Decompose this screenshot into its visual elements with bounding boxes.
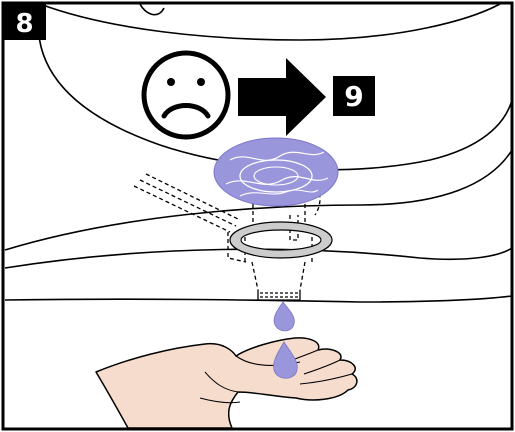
lock-nut xyxy=(229,221,333,259)
next-step-badge: 9 xyxy=(333,76,375,116)
water-drop-in-hand-icon xyxy=(273,341,298,379)
overflow-channel xyxy=(133,173,321,233)
drain-plug-water xyxy=(213,137,339,207)
next-step-number: 9 xyxy=(344,80,363,113)
step-number-badge: 8 xyxy=(3,3,46,40)
right-arrow-icon xyxy=(238,58,326,136)
sink-basin xyxy=(4,3,513,303)
water-drop-icon xyxy=(273,301,295,332)
sad-face-icon xyxy=(141,50,231,140)
step-number: 8 xyxy=(15,9,33,39)
